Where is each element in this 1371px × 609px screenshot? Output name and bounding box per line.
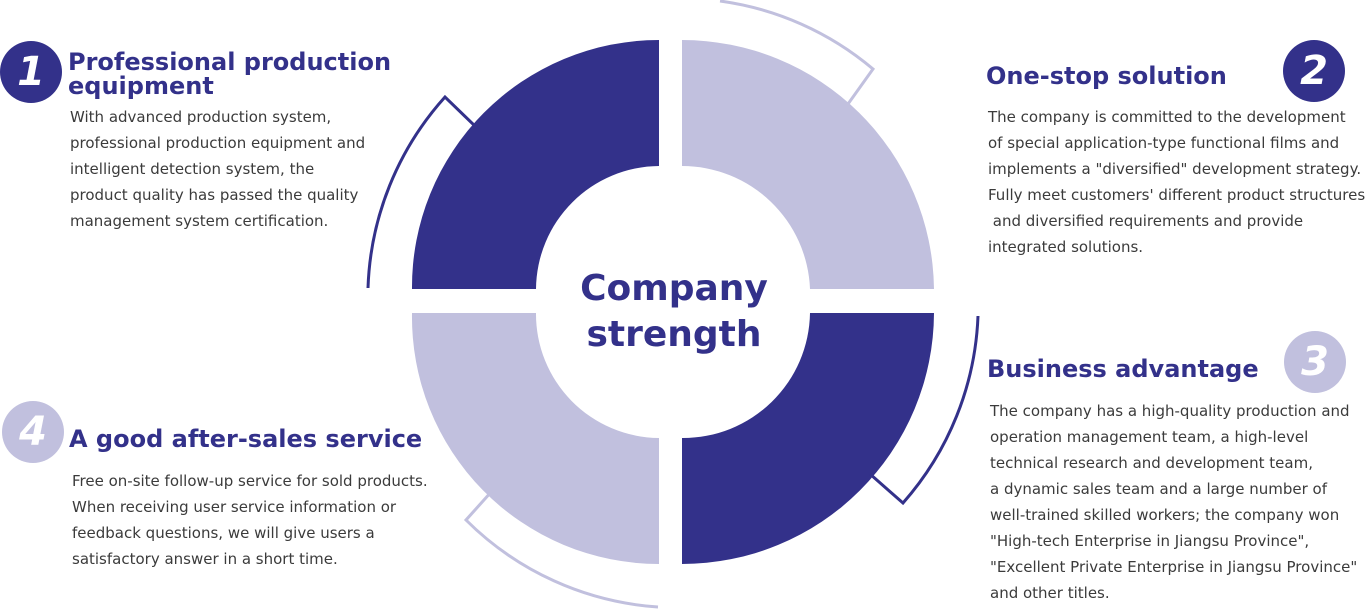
description-business-advantage: The company has a high-quality productio…	[990, 398, 1357, 606]
number-badge-1: 1	[0, 41, 62, 103]
text-line: product quality has passed the quality	[70, 186, 359, 204]
text-line: well-trained skilled workers; the compan…	[990, 506, 1340, 524]
heading-after-sales-service: A good after-sales service	[69, 427, 422, 451]
heading-line: equipment	[68, 72, 214, 100]
heading-line: Professional production	[68, 48, 392, 76]
text-line: management system certification.	[70, 212, 329, 230]
outer-arc-1	[366, 94, 479, 289]
text-line: The company has a high-quality productio…	[990, 402, 1350, 420]
ring-segment-3	[682, 313, 934, 564]
ring-segment-2	[682, 40, 934, 289]
text-line: professional production equipment and	[70, 134, 366, 152]
description-professional-production: With advanced production system, profess…	[70, 104, 365, 234]
text-line: With advanced production system,	[70, 108, 332, 126]
heading-line: A good after-sales service	[69, 425, 423, 453]
heading-professional-production: Professional production equipment	[68, 50, 391, 98]
text-line: of special application-type functional f…	[988, 134, 1340, 152]
text-line: and diversified requirements and provide	[988, 212, 1304, 230]
text-line: satisfactory answer in a short time.	[72, 550, 338, 568]
number-badge-2: 2	[1283, 40, 1345, 102]
center-title-line-1: Company	[580, 268, 768, 309]
text-line: and other titles.	[990, 584, 1110, 602]
text-line: "High-tech Enterprise in Jiangsu Provinc…	[990, 532, 1310, 550]
heading-one-stop-solution: One-stop solution	[986, 64, 1227, 88]
text-line: "Excellent Private Enterprise in Jiangsu…	[990, 558, 1358, 576]
outer-arc-4	[463, 489, 659, 609]
text-line: When receiving user service information …	[72, 498, 397, 516]
text-line: integrated solutions.	[988, 238, 1144, 256]
text-line: operation management team, a high-level	[990, 428, 1309, 446]
number-badge-4: 4	[2, 401, 64, 463]
text-line: implements a "diversified" development s…	[988, 160, 1362, 178]
text-line: feedback questions, we will give users a	[72, 524, 375, 542]
outer-arc-3	[869, 315, 980, 506]
number-badge-3: 3	[1284, 331, 1346, 393]
ring-segment-1	[411, 40, 659, 289]
text-line: technical research and development team,	[990, 454, 1313, 472]
heading-line: Business advantage	[987, 355, 1259, 383]
outer-arc-2	[719, 0, 876, 105]
text-line: a dynamic sales team and a large number …	[990, 480, 1328, 498]
text-line: Free on-site follow-up service for sold …	[72, 472, 428, 490]
center-title: Company strength	[544, 266, 804, 358]
text-line: Fully meet customers' different product …	[988, 186, 1366, 204]
description-after-sales-service: Free on-site follow-up service for sold …	[72, 468, 428, 572]
ring-segment-4	[411, 313, 659, 564]
text-line: The company is committed to the developm…	[988, 108, 1346, 126]
center-title-line-2: strength	[586, 314, 762, 355]
heading-line: One-stop solution	[986, 62, 1227, 90]
text-line: intelligent detection system, the	[70, 160, 315, 178]
description-one-stop-solution: The company is committed to the developm…	[988, 104, 1365, 260]
heading-business-advantage: Business advantage	[987, 357, 1259, 381]
